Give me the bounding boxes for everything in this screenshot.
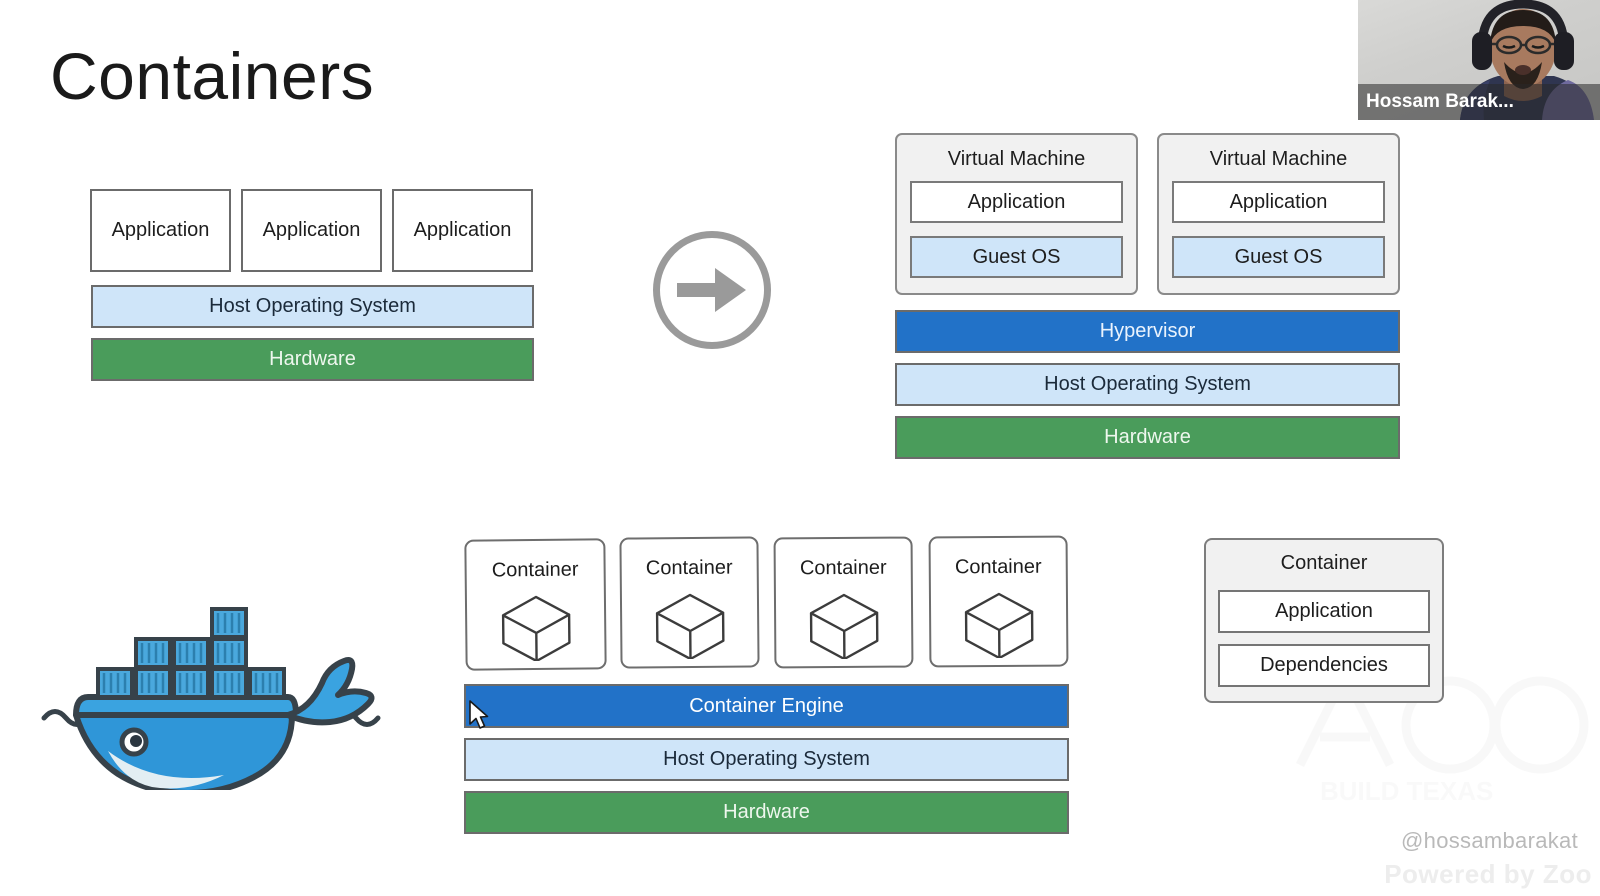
container-detail-dependencies-label: Dependencies	[1260, 654, 1388, 676]
vm-application-box: Application	[910, 181, 1123, 223]
vm-host-os-bar: Host Operating System	[895, 363, 1400, 406]
docker-whale-logo	[36, 575, 386, 796]
container-detail-application-label: Application	[1275, 600, 1373, 622]
cube-icon	[501, 595, 571, 662]
host-app-box-3: Application	[392, 189, 533, 272]
video-participant-tile[interactable]: Hossam Barak...	[1358, 0, 1600, 120]
hypervisor-bar: Hypervisor	[895, 310, 1400, 353]
container-card-4: Container	[928, 535, 1069, 668]
container-hardware-bar: Hardware	[464, 791, 1069, 834]
host-app-label: Application	[413, 219, 512, 241]
cube-icon	[655, 593, 725, 660]
host-app-box-2: Application	[241, 189, 382, 272]
container-engine-bar: Container Engine	[464, 684, 1069, 728]
vm-guest-os-box: Guest OS	[910, 236, 1123, 278]
vm-guest-os-label: Guest OS	[1234, 245, 1323, 268]
virtual-machine-box-1: Virtual Machine Application Guest OS	[895, 133, 1138, 295]
arrow-right-circle-icon	[653, 231, 771, 349]
container-label: Container	[954, 555, 1042, 579]
hardware-label: Hardware	[269, 348, 356, 370]
hypervisor-label: Hypervisor	[1099, 320, 1196, 342]
container-label: Container	[645, 556, 733, 580]
container-card-3: Container	[773, 536, 914, 669]
virtual-machine-box-2: Virtual Machine Application Guest OS	[1157, 133, 1400, 295]
powered-by-zoom-watermark: Powered by Zoo	[1384, 859, 1592, 889]
vm-application-label: Application	[1229, 190, 1328, 213]
host-hardware-bar: Hardware	[91, 338, 534, 381]
container-label: Container	[491, 558, 579, 582]
cube-icon	[809, 593, 878, 660]
container-detail-dependencies-box: Dependencies	[1218, 644, 1430, 687]
author-handle-watermark: @hossambarakat	[1401, 828, 1578, 853]
vm-application-label: Application	[967, 190, 1066, 213]
container-detail-box: Container Application Dependencies	[1204, 538, 1444, 703]
mouse-cursor	[469, 700, 489, 729]
svg-text:BUILD TEXAS: BUILD TEXAS	[1320, 776, 1493, 806]
container-label: Container	[799, 556, 887, 580]
vm-hardware-bar: Hardware	[895, 416, 1400, 459]
host-os-label: Host Operating System	[1044, 373, 1251, 395]
vm-title: Virtual Machine	[1209, 148, 1348, 170]
container-engine-label: Container Engine	[689, 694, 844, 717]
host-os-label: Host Operating System	[209, 295, 416, 317]
container-card-1: Container	[464, 538, 607, 671]
host-os-bar: Host Operating System	[91, 285, 534, 328]
participant-name-label: Hossam Barak...	[1358, 84, 1600, 120]
host-app-label: Application	[262, 219, 361, 241]
container-detail-application-box: Application	[1218, 590, 1430, 633]
vm-guest-os-box: Guest OS	[1172, 236, 1385, 278]
host-app-box-1: Application	[90, 189, 231, 272]
vm-title: Virtual Machine	[947, 148, 1086, 170]
vm-application-box: Application	[1172, 181, 1385, 223]
container-detail-title: Container	[1280, 552, 1368, 574]
hardware-label: Hardware	[723, 801, 810, 823]
container-host-os-bar: Host Operating System	[464, 738, 1069, 781]
host-os-label: Host Operating System	[663, 748, 870, 770]
hardware-label: Hardware	[1104, 426, 1191, 448]
host-app-label: Application	[111, 219, 210, 241]
vm-guest-os-label: Guest OS	[972, 245, 1061, 268]
page-title: Containers	[50, 39, 375, 113]
container-card-2: Container	[619, 536, 760, 669]
cube-icon	[964, 592, 1033, 659]
